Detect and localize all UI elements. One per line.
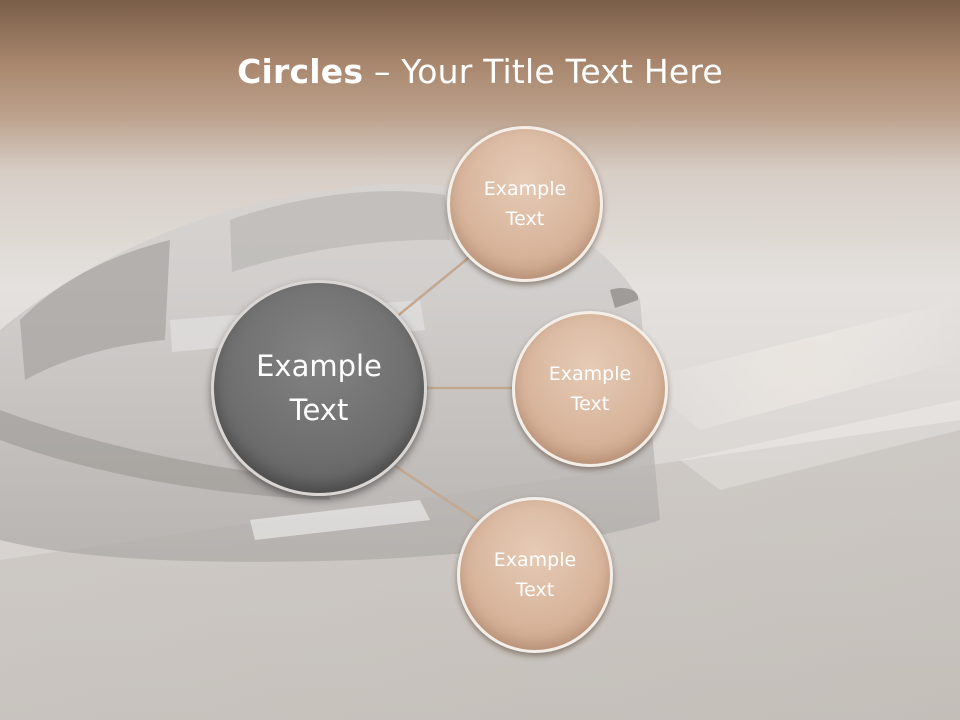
center-circle-label: Example Text (256, 349, 382, 427)
slide-title: Circles – Your Title Text Here (0, 52, 960, 91)
satellite-circle-label: Example Text (548, 363, 632, 415)
satellite-circle-bottom: Example Text (457, 497, 613, 653)
connector-to-top-circle (394, 254, 473, 319)
satellite-circle-top: Example Text (447, 126, 603, 282)
satellite-circle-label: Example Text (493, 549, 577, 601)
center-circle: Example Text (211, 280, 427, 496)
connector-to-bottom-circle (394, 464, 479, 523)
satellite-circle-middle: Example Text (512, 311, 668, 467)
satellite-circle-label: Example Text (483, 178, 567, 230)
title-rest-part: – Your Title Text Here (363, 52, 723, 91)
title-bold-part: Circles (237, 52, 364, 91)
